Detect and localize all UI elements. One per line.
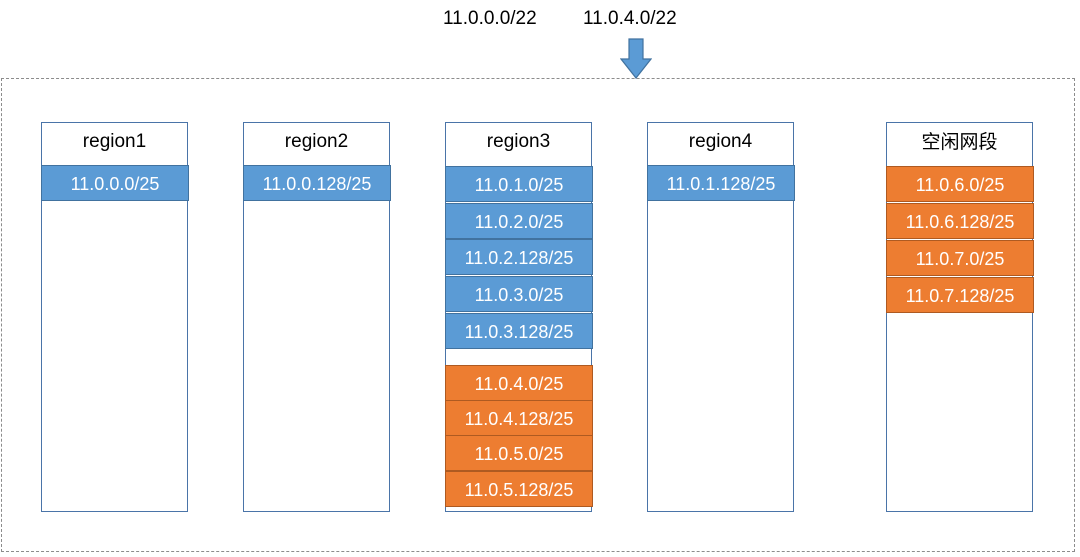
free-block-1: 11.0.6.128/25 <box>886 203 1034 239</box>
region3-block-1: 11.0.2.0/25 <box>445 203 593 239</box>
region1-title: region1 <box>82 131 147 152</box>
region2-block-0: 11.0.0.128/25 <box>243 165 391 201</box>
region4-column: region4 11.0.1.128/25 <box>647 122 795 512</box>
free-segments-column: 空闲网段 11.0.6.0/25 11.0.6.128/25 11.0.7.0/… <box>886 122 1034 512</box>
address-space-container <box>1 78 1075 552</box>
subnet-label-a: 11.0.0.0/22 <box>443 8 537 29</box>
region4-block-0: 11.0.1.128/25 <box>647 165 795 201</box>
region2-column: region2 11.0.0.128/25 <box>243 122 391 512</box>
region1-column: region1 11.0.0.0/25 <box>41 122 189 512</box>
region3-block-2: 11.0.2.128/25 <box>445 239 593 275</box>
region3-block-7: 11.0.5.0/25 <box>445 435 593 471</box>
subnet-label-b: 11.0.4.0/22 <box>583 8 677 29</box>
down-arrow-icon <box>620 38 652 79</box>
free-block-3: 11.0.7.128/25 <box>886 277 1034 313</box>
region3-block-5: 11.0.4.0/25 <box>445 365 593 401</box>
free-block-2: 11.0.7.0/25 <box>886 240 1034 276</box>
free-block-0: 11.0.6.0/25 <box>886 166 1034 202</box>
region3-block-4: 11.0.3.128/25 <box>445 313 593 349</box>
free-segments-title: 空闲网段 <box>921 131 998 153</box>
region3-title: region3 <box>486 131 551 152</box>
region3-block-6: 11.0.4.128/25 <box>445 400 593 436</box>
region1-block-0: 11.0.0.0/25 <box>41 165 189 201</box>
region3-block-3: 11.0.3.0/25 <box>445 276 593 312</box>
region3-block-8: 11.0.5.128/25 <box>445 471 593 507</box>
region4-title: region4 <box>688 131 753 152</box>
region3-block-0: 11.0.1.0/25 <box>445 166 593 202</box>
region3-column: region3 11.0.1.0/25 11.0.2.0/25 11.0.2.1… <box>445 122 593 512</box>
region2-title: region2 <box>284 131 349 152</box>
